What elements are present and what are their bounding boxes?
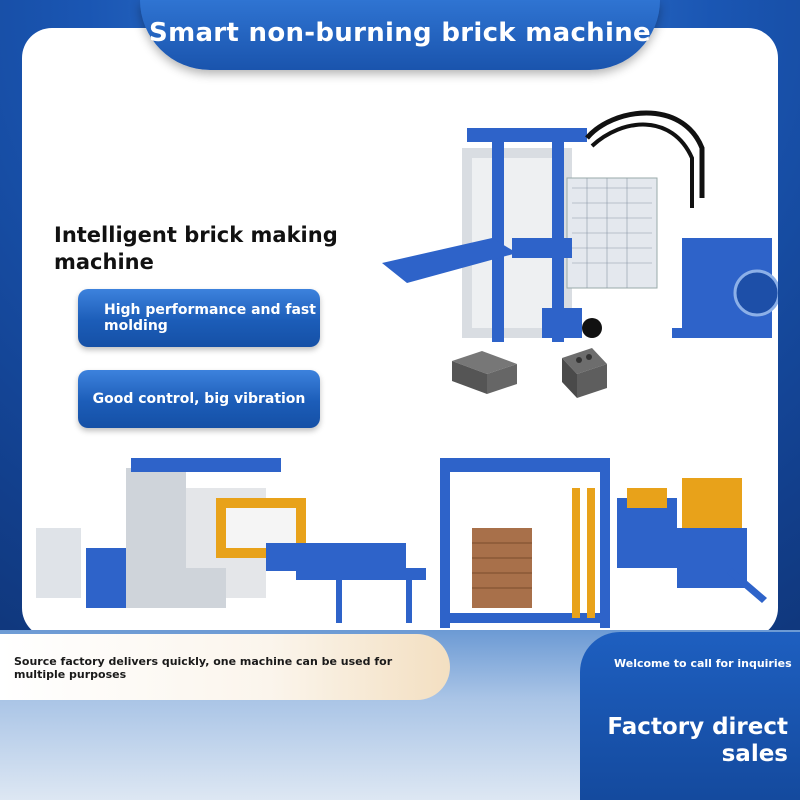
feature-label: Good control, big vibration (92, 391, 306, 407)
factory-direct-text: Factory direct sales (607, 714, 788, 767)
feature-button-performance[interactable]: High performance and fast molding (78, 289, 320, 347)
content-panel (22, 28, 778, 638)
header-tab (140, 0, 660, 70)
brick-samples-image (452, 348, 607, 398)
feature-button-control[interactable]: Good control, big vibration (78, 370, 320, 428)
page-title: Smart non-burning brick machine (149, 18, 651, 48)
production-line-image-left (36, 458, 426, 623)
intro-heading: Intelligent brick making machine (54, 223, 338, 274)
call-inquiry-text: Welcome to call for inquiries (614, 657, 792, 670)
footer-left-text: Source factory delivers quickly, one mac… (14, 655, 393, 681)
footer-left-banner (0, 634, 450, 700)
production-line-image-right (440, 458, 767, 628)
brick-machine-image-top (382, 110, 778, 342)
feature-label: High performance and fast molding (104, 302, 316, 334)
footer-right-banner (580, 632, 800, 800)
